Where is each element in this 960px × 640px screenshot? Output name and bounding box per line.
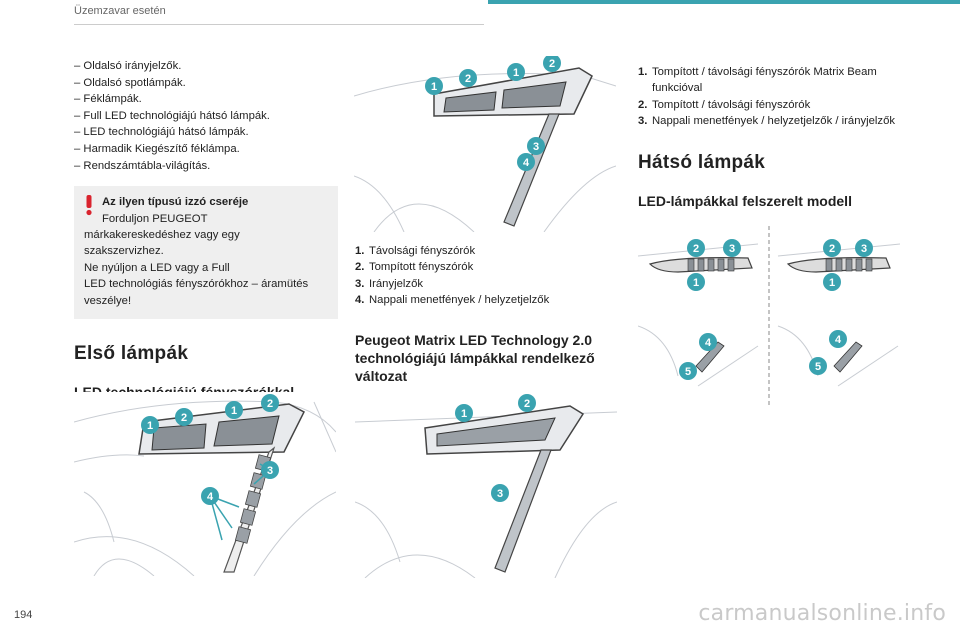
callout-label: 2	[693, 243, 699, 255]
list-item: Oldalsó spotlámpák.	[74, 75, 342, 92]
callout-label: 3	[533, 141, 539, 153]
warning-text: márkakereskedéshez vagy egy	[84, 228, 240, 241]
warning-title: Az ilyen típusú izzó cseréje	[102, 196, 249, 209]
callout-label: 4	[523, 157, 530, 169]
callout-label: 5	[815, 361, 821, 373]
list-item: 3.Nappali menetfények / helyzetjelzők / …	[638, 115, 896, 128]
callout-label: 4	[705, 337, 712, 349]
warning-text: veszélye!	[84, 294, 132, 307]
list-item: LED technológiájú hátsó lámpák.	[74, 124, 342, 141]
matrix-headlight-illustration: 1 2 3	[355, 392, 617, 578]
callout-label: 1	[693, 277, 699, 289]
front-lamp-legend: 1.Távolsági fényszórók 2.Tompított fénys…	[355, 243, 617, 309]
middle-column: 1.Távolsági fényszórók 2.Tompított fénys…	[355, 243, 617, 385]
callout-label: 3	[497, 488, 503, 500]
callout-label: 1	[231, 405, 237, 417]
headlight-led-illustration: 1 2 1 2 3 4	[74, 392, 336, 576]
callout-label: 2	[181, 412, 187, 424]
callout-label: 1	[829, 277, 835, 289]
callout-label: 3	[729, 243, 735, 255]
warning-text: Ne nyúljon a LED vagy a Full	[84, 261, 230, 274]
matrix-legend: 1.Tompított / távolsági fényszórók Matri…	[638, 64, 908, 130]
callout-label: 4	[835, 334, 842, 346]
list-item: 1.Tompított / távolsági fényszórók Matri…	[638, 66, 877, 95]
right-column: 1.Tompított / távolsági fényszórók Matri…	[638, 64, 908, 210]
exclamation-icon	[86, 195, 92, 216]
list-item: Rendszámtábla-világítás.	[74, 158, 342, 175]
list-item: 1.Távolsági fényszórók	[355, 245, 476, 257]
list-item: Oldalsó irányjelzők.	[74, 58, 342, 75]
callout-label: 2	[465, 73, 471, 85]
list-item: 4.Nappali menetfények / helyzetjelzők	[355, 294, 550, 307]
list-item: Full LED technológiájú hátsó lámpák.	[74, 108, 342, 125]
callout-label: 3	[267, 465, 273, 477]
callout-label: 1	[431, 81, 437, 93]
list-item: 3.Irányjelzők	[355, 277, 423, 290]
matrix-heading: Peugeot Matrix LED Technology 2.0 techno…	[355, 331, 595, 384]
callout-label: 3	[861, 243, 867, 255]
callout-label: 5	[685, 366, 691, 378]
callout-label: 2	[829, 243, 835, 255]
section-heading: Első lámpák	[74, 343, 189, 364]
list-item: 2.Tompított / távolsági fényszórók	[638, 98, 811, 111]
callout-label: 2	[549, 58, 555, 70]
warning-text: Forduljon PEUGEOT	[102, 212, 208, 225]
page-number: 194	[14, 609, 33, 621]
warning-text: LED technológiás fényszórókhoz – áramüté…	[84, 278, 309, 291]
list-item: 2.Tompított fényszórók	[355, 261, 474, 274]
header-rule	[74, 24, 484, 25]
warning-text: szakszervizhez.	[84, 245, 164, 258]
section-subheading: LED-lámpákkal felszerelt modell	[638, 192, 852, 209]
list-item: Féklámpák.	[74, 91, 342, 108]
watermark[interactable]: carmanualsonline.info	[698, 601, 946, 626]
warning-box: Az ilyen típusú izzó cseréje Forduljon P…	[74, 186, 338, 319]
list-item: Harmadik Kiegészítő féklámpa.	[74, 141, 342, 158]
callout-label: 1	[147, 420, 153, 432]
callout-label: 1	[461, 408, 467, 420]
callout-label: 2	[267, 398, 273, 410]
header-title: Üzemzavar esetén	[74, 5, 166, 17]
headlight-top-illustration: 1 2 1 2 3 4	[354, 56, 616, 232]
callout-label: 4	[207, 491, 214, 503]
left-column: Oldalsó irányjelzők. Oldalsó spotlámpák.…	[74, 58, 342, 419]
left-list: Oldalsó irányjelzők. Oldalsó spotlámpák.…	[74, 58, 342, 174]
section-heading: Hátsó lámpák	[638, 151, 766, 173]
callout-label: 2	[524, 398, 530, 410]
callout-label: 1	[513, 67, 519, 79]
rear-lamps-illustration: 2 3 1 4 5 2 3 1 4 5	[638, 226, 900, 406]
header-accent-bar	[488, 0, 960, 4]
